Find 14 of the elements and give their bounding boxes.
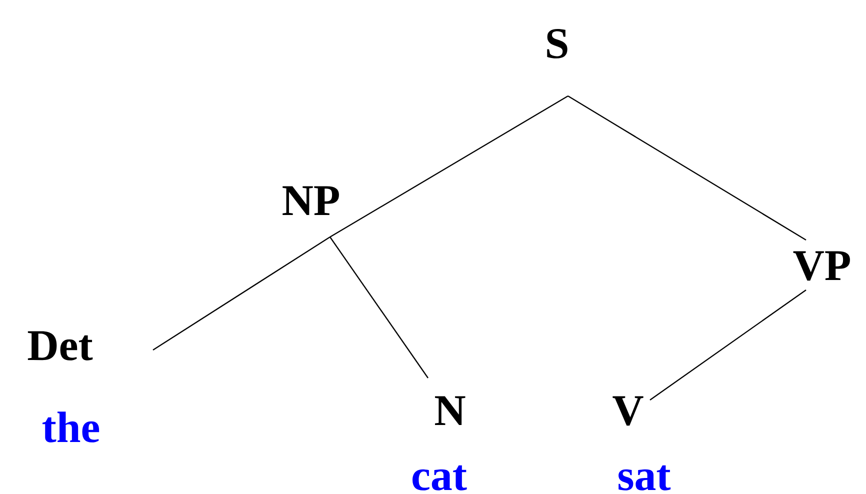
word-label: sat (618, 465, 671, 490)
tree-branch (650, 290, 806, 400)
category-label: Det (28, 331, 93, 360)
tree-branch (330, 95, 568, 238)
word-label: cat (412, 465, 467, 490)
tree-branch (568, 95, 806, 240)
category-label: NP (282, 186, 339, 215)
category-label: V (612, 396, 644, 426)
category-label: N (435, 396, 466, 425)
word-label: the (42, 412, 100, 442)
tree-branch (330, 236, 428, 378)
category-label: VP (793, 251, 850, 281)
tree-branch (152, 236, 330, 350)
category-label: S (547, 28, 568, 58)
